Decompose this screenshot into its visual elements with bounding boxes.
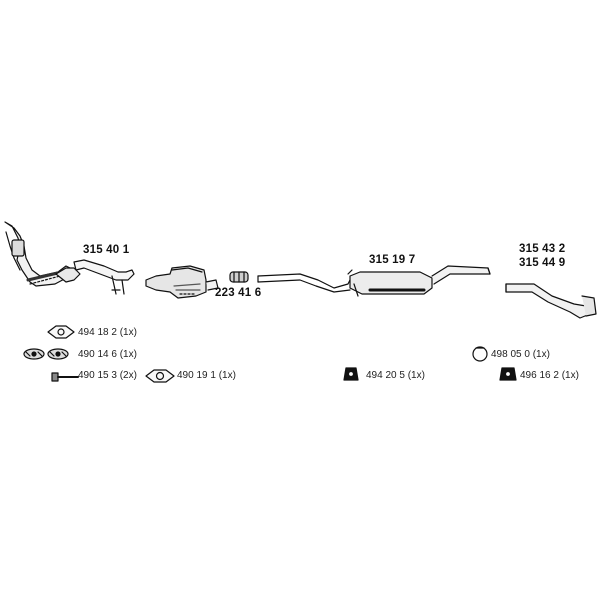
part-tail-pipe-b: 315 44 9	[519, 257, 566, 269]
acc-gasket-2-number: 490 19 1	[177, 370, 216, 381]
pipe-connector	[229, 271, 249, 283]
intermediate-pipe	[73, 259, 135, 295]
acc-gasket-1-number: 494 18 2	[78, 327, 117, 338]
part-tail-pipe-a: 315 43 2	[519, 243, 566, 255]
acc-clamp-ring: 498 05 0 (1x)	[491, 350, 550, 360]
rubber-mount-2-icon	[499, 367, 517, 381]
acc-gasket-1-qty: (1x)	[119, 327, 137, 338]
acc-rubber-mount-1-number: 494 20 5	[366, 370, 405, 381]
acc-bolt: 490 15 3 (2x)	[78, 371, 137, 381]
acc-gasket-1: 494 18 2 (1x)	[78, 328, 137, 338]
acc-spring-gasket-qty: (1x)	[119, 349, 137, 360]
acc-rubber-mount-2-qty: (1x)	[561, 370, 579, 381]
acc-gasket-2-qty: (1x)	[218, 370, 236, 381]
clamp-ring-icon	[472, 346, 488, 362]
part-connector: 223 41 6	[215, 287, 262, 299]
acc-gasket-2: 490 19 1 (1x)	[177, 371, 236, 381]
acc-bolt-qty: (2x)	[119, 370, 137, 381]
acc-bolt-number: 490 15 3	[78, 370, 117, 381]
acc-clamp-ring-number: 498 05 0	[491, 349, 530, 360]
gasket-icon	[47, 325, 75, 339]
acc-spring-gasket-number: 490 14 6	[78, 349, 117, 360]
front-pipe-manifold	[4, 221, 81, 287]
flange-gasket-icon	[145, 369, 175, 383]
catalytic-converter	[145, 265, 219, 299]
spring-gasket-icon	[23, 348, 69, 360]
acc-rubber-mount-2-number: 496 16 2	[520, 370, 559, 381]
tail-pipe	[505, 283, 597, 319]
acc-clamp-ring-qty: (1x)	[532, 349, 550, 360]
acc-rubber-mount-2: 496 16 2 (1x)	[520, 371, 579, 381]
part-rear-silencer: 315 19 7	[369, 254, 416, 266]
acc-spring-gasket: 490 14 6 (1x)	[78, 350, 137, 360]
acc-rubber-mount-1-qty: (1x)	[407, 370, 425, 381]
acc-rubber-mount-1: 494 20 5 (1x)	[366, 371, 425, 381]
rear-silencer-assembly	[257, 265, 491, 297]
part-front-pipe: 315 40 1	[83, 244, 130, 256]
bolt-icon	[51, 372, 79, 382]
rubber-mount-icon	[343, 367, 359, 381]
